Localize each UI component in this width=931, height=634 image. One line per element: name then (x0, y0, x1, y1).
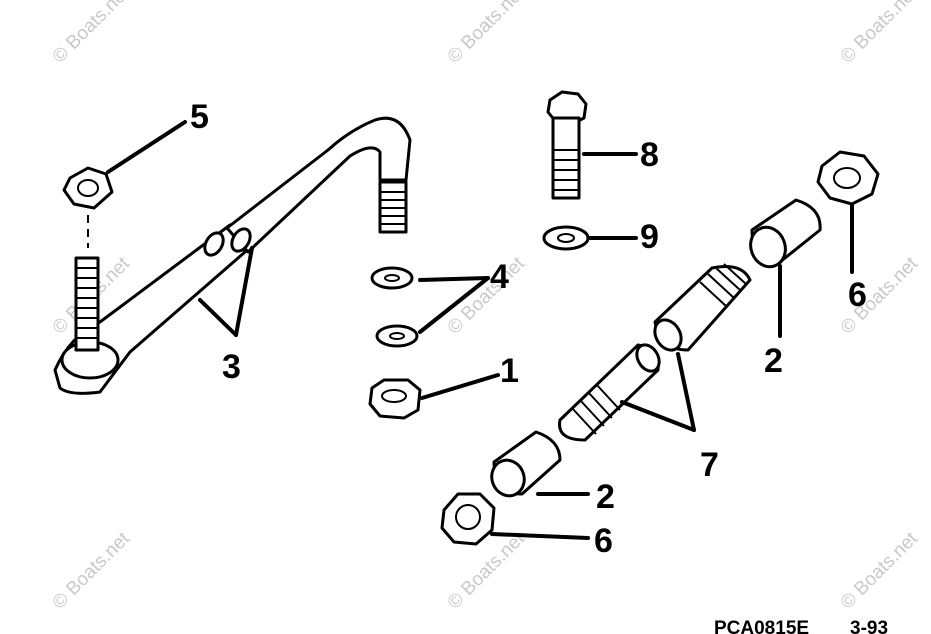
callout-6-bottom: 6 (594, 522, 613, 560)
spacer-part-2-top (749, 198, 822, 269)
watermark: © Boats.net (49, 0, 135, 68)
callout-4: 4 (490, 258, 509, 296)
washers-part-4 (370, 266, 419, 348)
bolt-part-8 (546, 90, 588, 200)
washer-part-9 (542, 225, 590, 251)
callout-3: 3 (222, 348, 241, 386)
nut-part-6-top (816, 150, 880, 206)
callout-2-bottom: 2 (596, 478, 615, 516)
stud-tube-part-7-upper (653, 263, 752, 352)
callout-6-top: 6 (848, 276, 867, 314)
callout-2-top: 2 (764, 342, 783, 380)
figure-code: PCA0815E (714, 618, 809, 634)
locknut-part-1 (368, 378, 422, 420)
callout-7: 7 (700, 446, 719, 484)
figure-footer: PCA0815E 3-93 (714, 618, 888, 634)
watermark: © Boats.net (837, 0, 923, 68)
callout-labels: 5 3 4 1 8 9 6 2 7 2 6 (190, 98, 867, 560)
nut-part-6-bottom (440, 492, 496, 546)
nut-part-5 (62, 166, 114, 352)
callout-8: 8 (640, 136, 659, 174)
leader-lines (106, 120, 854, 540)
tie-bar-part-3 (53, 116, 412, 395)
figure-date: 3-93 (850, 618, 888, 634)
spacer-part-2-bottom (490, 430, 562, 498)
watermark: © Boats.net (444, 0, 530, 68)
watermark: © Boats.net (444, 253, 530, 339)
stud-tube-part-7-lower (558, 343, 661, 442)
watermark: © Boats.net (49, 528, 135, 614)
watermark: © Boats.net (837, 528, 923, 614)
callout-1: 1 (500, 352, 519, 390)
callout-9: 9 (640, 218, 659, 256)
callout-5: 5 (190, 98, 209, 136)
